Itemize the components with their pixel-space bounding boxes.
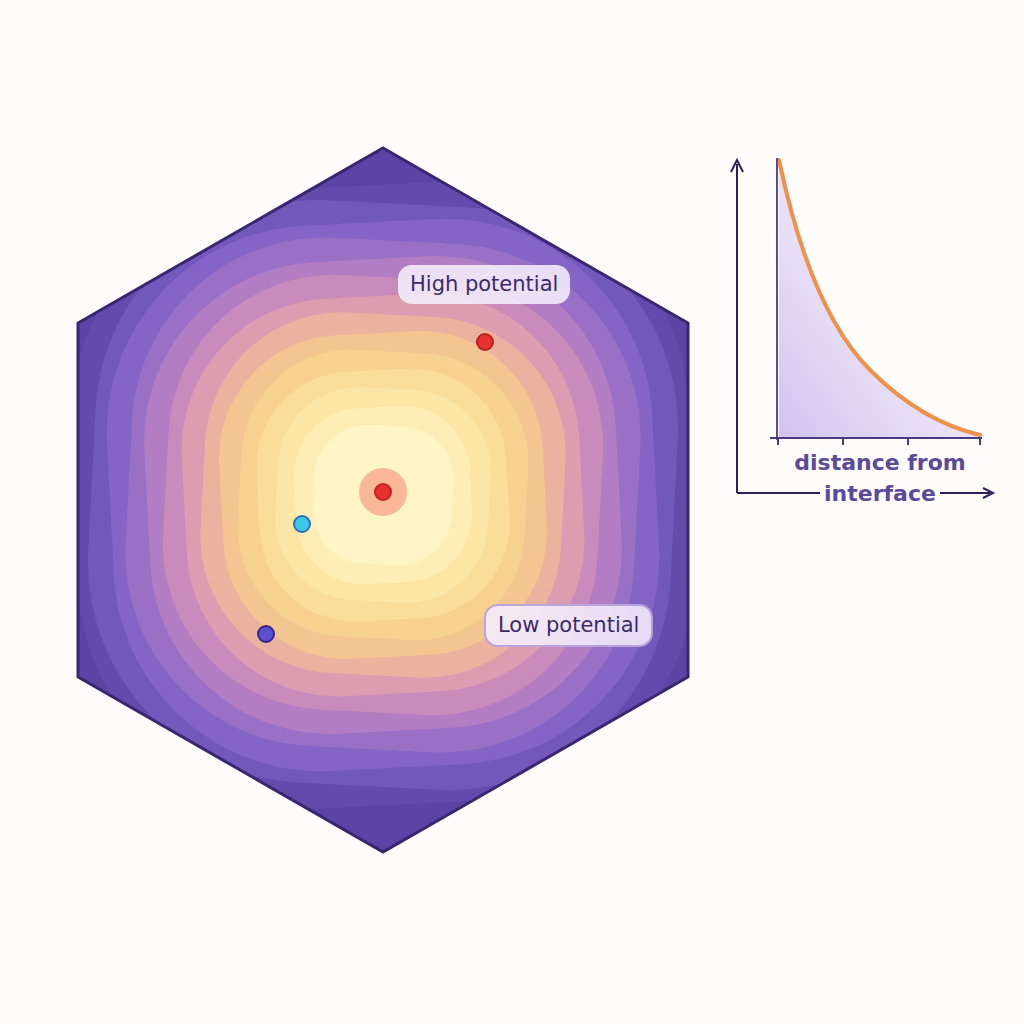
contour-band [232, 344, 534, 646]
axis-label: distance from interface [775, 447, 985, 509]
contour-band [154, 266, 611, 723]
label-text: Low potential [498, 613, 639, 638]
red-dot [375, 484, 391, 500]
decay-plot [731, 158, 993, 498]
contour-band [291, 403, 476, 588]
contour-band [116, 228, 651, 763]
contour-band [96, 208, 670, 782]
contour-band [57, 169, 709, 821]
label-text: High potential [410, 272, 558, 297]
red-dot [477, 334, 493, 350]
hexagon-outline [78, 148, 688, 852]
contour-band [310, 422, 456, 568]
blue-dot [258, 626, 274, 642]
contour-band [135, 247, 631, 743]
low-potential-label: Low potential [484, 604, 653, 647]
high-potential-label: High potential [398, 265, 570, 304]
contour-band [252, 364, 515, 627]
axis-title: distance from interface [790, 450, 970, 506]
contour-band [77, 189, 690, 802]
cyan-dot [294, 516, 310, 532]
contour-field [57, 130, 710, 870]
center-halo [359, 468, 407, 516]
contour-band [271, 383, 495, 607]
